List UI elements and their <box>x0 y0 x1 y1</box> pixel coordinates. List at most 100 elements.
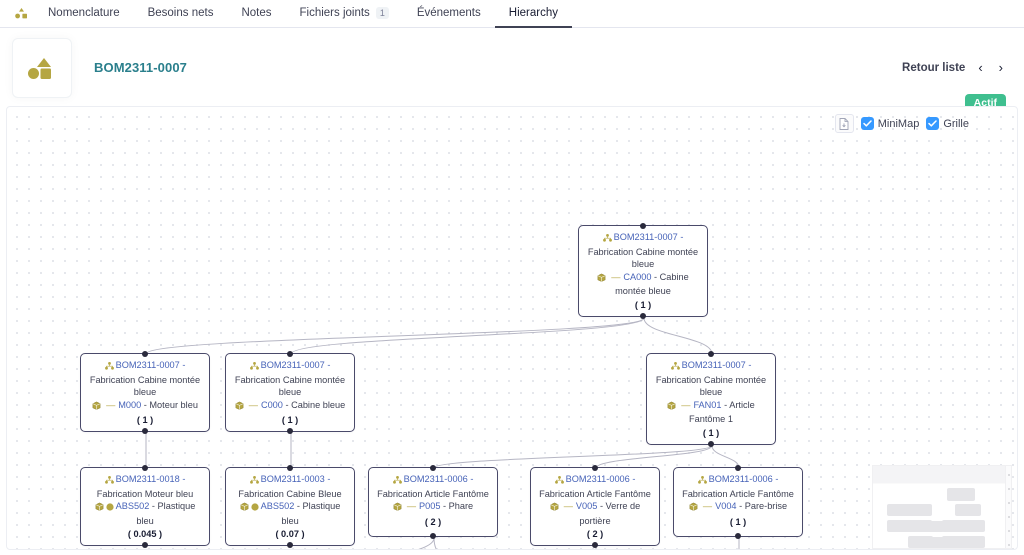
page-title: BOM2311-0007 <box>94 60 187 75</box>
node-quantity: ( 1 ) <box>136 415 154 426</box>
node-item-line: —P005 - Phare <box>373 500 493 515</box>
bom-node[interactable]: BOM2311-0007 - Fabrication Cabine montée … <box>646 351 776 447</box>
node-bom-line: BOM2311-0018 - <box>85 473 205 488</box>
material-circle-icon <box>106 502 114 515</box>
node-bom-code: BOM2311-0006 - <box>708 474 779 484</box>
node-port-top[interactable] <box>640 223 646 229</box>
box-icon <box>92 401 101 414</box>
node-port-top[interactable] <box>142 351 148 357</box>
node-item-line: —V004 - Pare-brise <box>678 500 798 515</box>
minimap-panel[interactable] <box>872 465 1012 549</box>
edge-path <box>145 317 645 355</box>
minimap-header <box>873 466 1011 484</box>
bom-node[interactable]: BOM2311-0006 -Fabrication Article Fantôm… <box>530 465 660 548</box>
node-item-code: C000 <box>260 399 283 410</box>
node-port-bottom[interactable] <box>287 427 293 434</box>
tab-nomenclature[interactable]: Nomenclature <box>34 0 134 28</box>
node-bom-name: Fabrication Moteur bleu <box>96 488 194 499</box>
node-port-bottom[interactable] <box>430 533 436 539</box>
node-item-name: - Pare-brise <box>739 501 788 512</box>
node-port-top[interactable] <box>142 465 148 471</box>
toggle-label: Grille <box>943 117 969 130</box>
bom-tree-icon <box>602 233 612 246</box>
bom-node[interactable]: BOM2311-0007 - Fabrication Cabine montée … <box>578 223 708 319</box>
box-icon <box>393 502 402 515</box>
node-port-bottom[interactable] <box>142 541 148 548</box>
bom-tree-icon <box>104 361 114 374</box>
node-item-line: ABS502 - Plastique bleu <box>85 500 205 527</box>
node-item-code: FAN01 <box>693 399 722 410</box>
minimap-node <box>924 521 944 532</box>
node-port-top[interactable] <box>430 465 436 471</box>
tab-besoins-nets[interactable]: Besoins nets <box>134 0 228 28</box>
minimap-node <box>960 536 985 548</box>
checkbox-minimap[interactable] <box>860 117 874 130</box>
node-item-name: - Plastique bleu <box>281 501 341 526</box>
dash-separator: — <box>681 399 691 410</box>
material-circle-icon <box>251 502 259 515</box>
node-port-top[interactable] <box>287 351 293 357</box>
node-item-line: —FAN01 - Article Fantôme 1 <box>651 399 771 426</box>
minimap-node <box>960 520 985 532</box>
node-bom-code: BOM2311-0007 - <box>613 232 684 242</box>
bom-node[interactable]: BOM2311-0007 -Fabrication Cabine montée … <box>80 351 210 434</box>
node-port-top[interactable] <box>592 465 598 471</box>
node-item-name: - Cabine bleue <box>285 399 346 410</box>
node-port-bottom[interactable] <box>142 427 148 434</box>
edge-path <box>433 537 437 549</box>
node-bom-line: BOM2311-0007 - <box>85 359 205 374</box>
tab-notes[interactable]: Notes <box>227 0 285 28</box>
next-record-icon[interactable]: › <box>998 60 1003 75</box>
node-bom-name: Fabrication Cabine montée bleue <box>655 374 767 398</box>
node-bom-name: Fabrication Cabine montée bleue <box>587 246 699 270</box>
node-port-bottom[interactable] <box>592 541 598 548</box>
node-port-bottom[interactable] <box>287 541 293 548</box>
bom-tree-icon <box>697 475 707 488</box>
tab-label: Nomenclature <box>48 7 120 19</box>
node-bom-code: BOM2311-0018 - <box>115 474 186 484</box>
bom-node[interactable]: BOM2311-0006 -Fabrication Article Fantôm… <box>368 465 498 539</box>
prev-record-icon[interactable]: ‹ <box>978 60 983 75</box>
export-file-icon[interactable] <box>834 114 854 133</box>
node-port-bottom[interactable] <box>708 440 714 447</box>
node-item-code: ABS502 <box>115 501 150 512</box>
header-nav-group: Retour liste ‹ › <box>902 61 1006 74</box>
node-bom-name: Fabrication Cabine montée bleue <box>89 374 201 398</box>
minimap-scrollbar[interactable] <box>1005 466 1011 548</box>
node-port-top[interactable] <box>287 465 293 471</box>
box-icon <box>235 401 244 414</box>
node-port-top[interactable] <box>708 351 714 357</box>
bom-node[interactable]: BOM2311-0006 -Fabrication Article Fantôm… <box>673 465 803 539</box>
tab-v-nements[interactable]: Événements <box>403 0 495 28</box>
node-quantity: ( 0.045 ) <box>127 529 163 540</box>
node-bom-code: BOM2311-0007 - <box>681 360 752 370</box>
dash-separator: — <box>611 271 621 282</box>
node-item-line: ABS502 - Plastique bleu <box>230 500 350 527</box>
record-thumbnail <box>12 38 72 98</box>
node-bom-name: Fabrication Article Fantôme <box>377 488 489 499</box>
toggle-minimap[interactable]: MiniMap <box>860 117 919 130</box>
dash-separator: — <box>106 399 116 410</box>
node-item-name: - Moteur bleu <box>143 399 198 410</box>
back-to-list-link[interactable]: Retour liste <box>902 61 966 74</box>
toggle-grille[interactable]: Grille <box>926 117 969 130</box>
bom-tree-icon <box>554 475 564 488</box>
node-bom-name: Fabrication Cabine montée bleue <box>234 374 346 398</box>
node-port-top[interactable] <box>735 465 741 471</box>
bom-tree-icon <box>392 475 402 488</box>
node-port-bottom[interactable] <box>735 533 741 539</box>
tab-label: Besoins nets <box>147 7 214 19</box>
tab-label: Fichiers joints <box>299 7 370 19</box>
node-item-line: —M000 - Moteur bleu <box>85 399 205 414</box>
node-item-name: - Cabine montée bleue <box>615 271 689 297</box>
node-port-bottom[interactable] <box>640 313 646 319</box>
node-quantity: ( 2 ) <box>424 516 442 527</box>
tab-hierarchy[interactable]: Hierarchy <box>494 0 572 28</box>
checkbox-grille[interactable] <box>926 117 940 130</box>
node-quantity: ( 2 ) <box>586 529 604 540</box>
bom-node[interactable]: BOM2311-0007 -Fabrication Cabine montée … <box>225 351 355 434</box>
